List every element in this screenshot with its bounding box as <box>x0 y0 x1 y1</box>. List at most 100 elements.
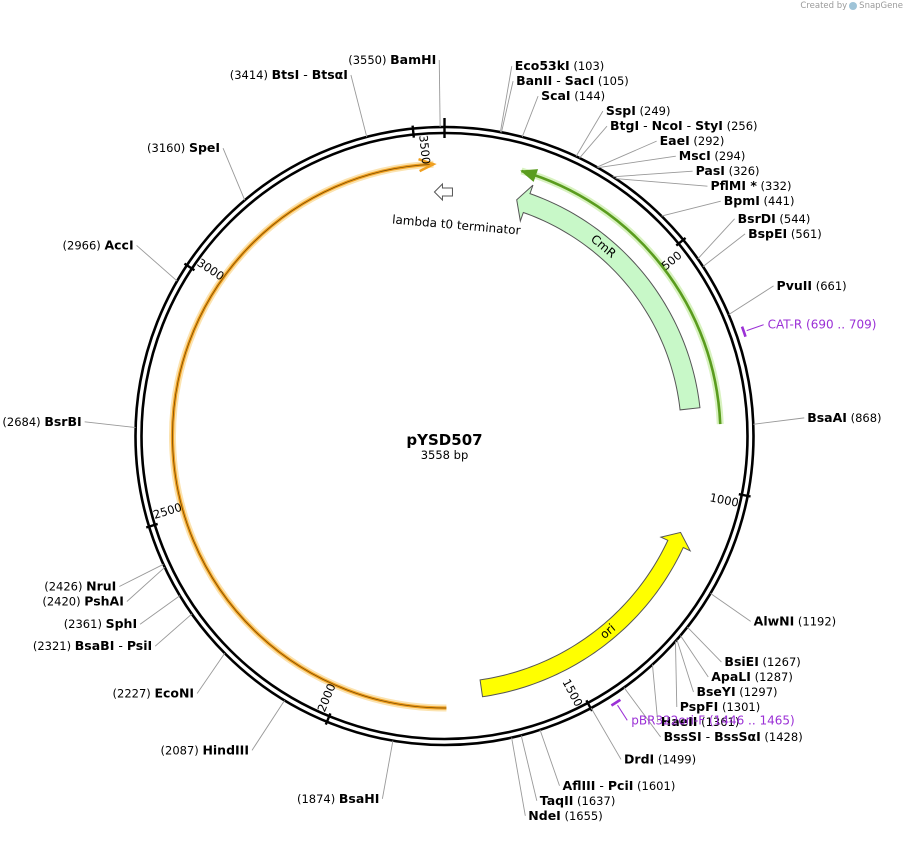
enzyme-site-hindiii[interactable]: (2087) HindIII <box>161 700 285 757</box>
enzyme-site-nrui[interactable]: (2426) NruI <box>44 563 164 593</box>
enzymes-layer: Eco53kI (103)BanII - SacI (105)ScaI (144… <box>2 52 881 823</box>
enzyme-label: (1874) BsaHI <box>297 791 379 806</box>
enzyme-site-msci[interactable]: MscI (294) <box>597 148 746 169</box>
enzyme-label: TaqII (1637) <box>540 793 616 808</box>
enzyme-name: SacI <box>565 73 595 88</box>
enzyme-name: BtsαI <box>312 67 348 82</box>
green-arc-head <box>520 169 539 182</box>
enzyme-name: ScaI <box>541 88 571 103</box>
enzyme-leader-line <box>597 155 676 169</box>
primer-binding-mark <box>740 326 747 338</box>
enzyme-position: (1361) <box>697 715 739 729</box>
enzyme-site-bseyi[interactable]: BseYI (1297) <box>676 639 778 699</box>
enzyme-site-btsi-bts-i[interactable]: (3414) BtsI - BtsαI <box>230 67 368 138</box>
enzyme-position: (441) <box>760 194 795 208</box>
enzyme-separator: - <box>552 73 564 88</box>
enzyme-leader-line <box>119 563 164 587</box>
enzyme-site-pshai[interactable]: (2420) PshAI <box>42 566 166 608</box>
enzyme-label: DrdI (1499) <box>624 751 696 766</box>
enzyme-site-pspfi[interactable]: PspFI (1301) <box>674 641 760 714</box>
enzyme-position: (2321) <box>33 639 75 653</box>
enzyme-leader-line <box>575 110 604 157</box>
enzyme-site-pasi[interactable]: PasI (326) <box>612 163 760 178</box>
tick-label: 3500 <box>416 134 433 165</box>
enzyme-site-haeii[interactable]: HaeII (1361) <box>651 664 739 729</box>
enzyme-leader-line <box>680 635 709 678</box>
enzyme-site-bsaai[interactable]: BsaAI (868) <box>753 410 882 425</box>
enzyme-site-sphi[interactable]: (2361) SphI <box>64 595 181 632</box>
enzyme-site-pflmi[interactable]: PflMI * (332) <box>615 178 791 193</box>
enzyme-label: (2420) PshAI <box>42 593 124 608</box>
enzyme-site-eco53ki[interactable]: Eco53kI (103) <box>499 58 604 133</box>
enzyme-site-bspei[interactable]: BspEI (561) <box>702 226 822 267</box>
enzyme-position: (2966) <box>63 238 105 252</box>
enzyme-site-bsrdi[interactable]: BsrDI (544) <box>697 211 811 260</box>
enzyme-leader-line <box>154 613 193 647</box>
enzyme-site-afliii-pcii[interactable]: AflIII - PciI (1601) <box>539 729 676 793</box>
enzyme-site-bsabi-psii[interactable]: (2321) BsaBI - PsiI <box>33 613 193 653</box>
enzyme-site-alwni[interactable]: AlwNI (1192) <box>710 592 836 628</box>
enzyme-name: MscI <box>679 148 711 163</box>
enzyme-site-apali[interactable]: ApaLI (1287) <box>680 635 793 685</box>
enzyme-label: (2227) EcoNI <box>113 686 195 701</box>
enzyme-site-bsrbi[interactable]: (2684) BsrBI <box>2 414 136 429</box>
enzyme-site-taqii[interactable]: TaqII (1637) <box>520 735 616 808</box>
enzyme-leader-line <box>521 95 539 138</box>
enzyme-name: BssSI <box>664 729 702 744</box>
enzyme-label: MscI (294) <box>679 148 746 163</box>
enzyme-site-eaei[interactable]: EaeI (292) <box>596 133 724 168</box>
enzyme-label: SspI (249) <box>606 103 671 118</box>
enzyme-name: SspI <box>606 103 636 118</box>
enzyme-label: PvuII (661) <box>777 278 847 293</box>
enzyme-label: AflIII - PciI (1601) <box>563 778 676 793</box>
enzyme-site-econi[interactable]: (2227) EcoNI <box>113 652 226 701</box>
enzyme-position: (1601) <box>633 779 675 793</box>
enzyme-leader-line <box>499 66 513 133</box>
enzyme-separator: - <box>299 67 311 82</box>
enzyme-site-drdi[interactable]: DrdI (1499) <box>590 707 696 766</box>
enzyme-site-bpmi[interactable]: BpmI (441) <box>661 193 795 217</box>
enzyme-leader-line <box>520 735 538 801</box>
enzyme-position: (2227) <box>113 687 155 701</box>
enzyme-site-sspi[interactable]: SspI (249) <box>575 103 671 157</box>
enzyme-name: StyI <box>695 118 723 133</box>
enzyme-site-bsssi-bsss-i[interactable]: BssSI - BssSαI (1428) <box>623 687 803 745</box>
enzyme-leader-line <box>381 740 394 799</box>
enzyme-site-spei[interactable]: (3160) SpeI <box>147 140 246 201</box>
enzyme-site-bsahi[interactable]: (1874) BsaHI <box>297 740 394 806</box>
primer-range: (690 .. 709) <box>802 318 876 332</box>
enzyme-label: (2087) HindIII <box>161 742 249 757</box>
enzyme-position: (3160) <box>147 141 189 155</box>
primer-leader-line <box>746 324 764 332</box>
tick-mark <box>145 522 159 529</box>
enzyme-site-acci[interactable]: (2966) AccI <box>63 237 178 282</box>
enzyme-name: PflMI * <box>710 178 757 193</box>
enzyme-site-scai[interactable]: ScaI (144) <box>521 88 605 138</box>
enzyme-leader-line <box>139 595 181 625</box>
enzyme-leader-line <box>702 233 746 267</box>
enzyme-position: (1874) <box>297 792 339 806</box>
enzyme-name: DrdI <box>624 751 654 766</box>
primer-pbr322ori-f[interactable]: pBR322ori-F (1446 .. 1465) <box>610 698 795 728</box>
enzyme-name: ApaLI <box>711 669 751 684</box>
enzyme-leader-line <box>612 170 693 178</box>
terminator-feature-arrow[interactable] <box>433 182 453 202</box>
enzyme-site-bamhi[interactable]: (3550) BamHI <box>348 52 441 128</box>
enzyme-leader-line <box>251 700 285 751</box>
primer-label: pBR322ori-F (1446 .. 1465) <box>631 713 794 727</box>
enzyme-site-bsiei[interactable]: BsiEI (1267) <box>687 626 801 669</box>
enzyme-site-pvuii[interactable]: PvuII (661) <box>728 278 847 316</box>
enzyme-position: (2087) <box>161 743 203 757</box>
enzyme-label: BsaAI (868) <box>807 410 881 425</box>
primer-cat-r[interactable]: CAT-R (690 .. 709) <box>740 318 876 338</box>
enzyme-site-btgi-ncoi-styi[interactable]: BtgI - NcoI - StyI (256) <box>579 118 758 159</box>
enzyme-site-banii-saci[interactable]: BanII - SacI (105) <box>501 73 629 133</box>
cmr-feature-arrow[interactable] <box>516 184 701 411</box>
ori-feature-arrow[interactable] <box>479 531 692 698</box>
enzyme-name: TaqII <box>540 793 574 808</box>
enzyme-label: BtgI - NcoI - StyI (256) <box>610 118 758 133</box>
enzyme-name: PvuII <box>777 278 813 293</box>
enzyme-name: BamHI <box>390 52 436 67</box>
enzyme-position: (544) <box>776 212 811 226</box>
enzyme-site-ndei[interactable]: NdeI (1655) <box>511 737 603 823</box>
